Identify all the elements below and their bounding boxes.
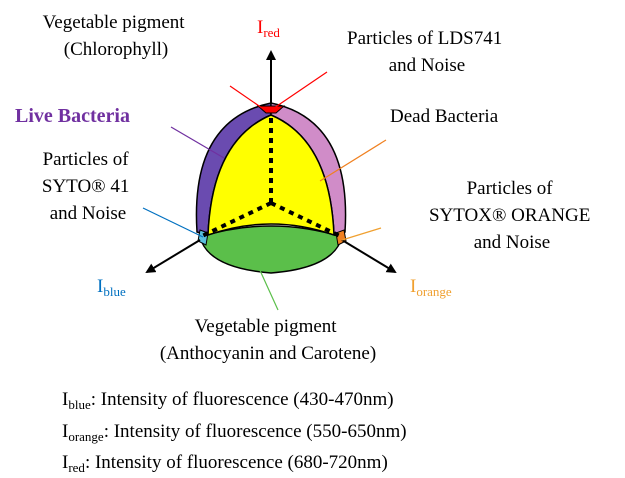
- leader-lds741: [274, 72, 327, 108]
- label-sytox-orange: Particles of SYTOX® ORANGE and Noise: [429, 178, 595, 253]
- label-dead-bacteria: Dead Bacteria: [390, 106, 499, 127]
- label-veg-chlorophyll: Vegetable pigment (Chlorophyll): [43, 12, 190, 60]
- leader-sytox: [342, 228, 381, 240]
- axis-arrow-orange: [342, 240, 395, 272]
- label-veg-anthocyanin: Vegetable pigment (Anthocyanin and Carot…: [160, 316, 376, 364]
- axis-label-red: Ired: [257, 17, 280, 40]
- leader-syto41: [143, 208, 203, 237]
- anthocyanin-region: [200, 226, 342, 273]
- axis-arrow-blue: [147, 240, 200, 272]
- legend-row-blue: Iblue: Intensity of fluorescence (430-47…: [62, 389, 394, 412]
- label-live-bacteria: Live Bacteria: [15, 105, 130, 127]
- sytox-orange-region: [336, 230, 346, 245]
- legend: Iblue: Intensity of fluorescence (430-47…: [62, 389, 407, 475]
- label-syto41: Particles of SYTO® 41 and Noise: [42, 149, 134, 224]
- label-lds741: Particles of LDS741 and Noise: [347, 28, 507, 76]
- axis-label-orange: Iorange: [410, 276, 452, 299]
- axis-label-blue: Iblue: [97, 276, 126, 299]
- legend-row-orange: Iorange: Intensity of fluorescence (550-…: [62, 421, 407, 444]
- legend-row-red: Ired: Intensity of fluorescence (680-720…: [62, 452, 388, 475]
- leader-red-axis: [230, 86, 262, 108]
